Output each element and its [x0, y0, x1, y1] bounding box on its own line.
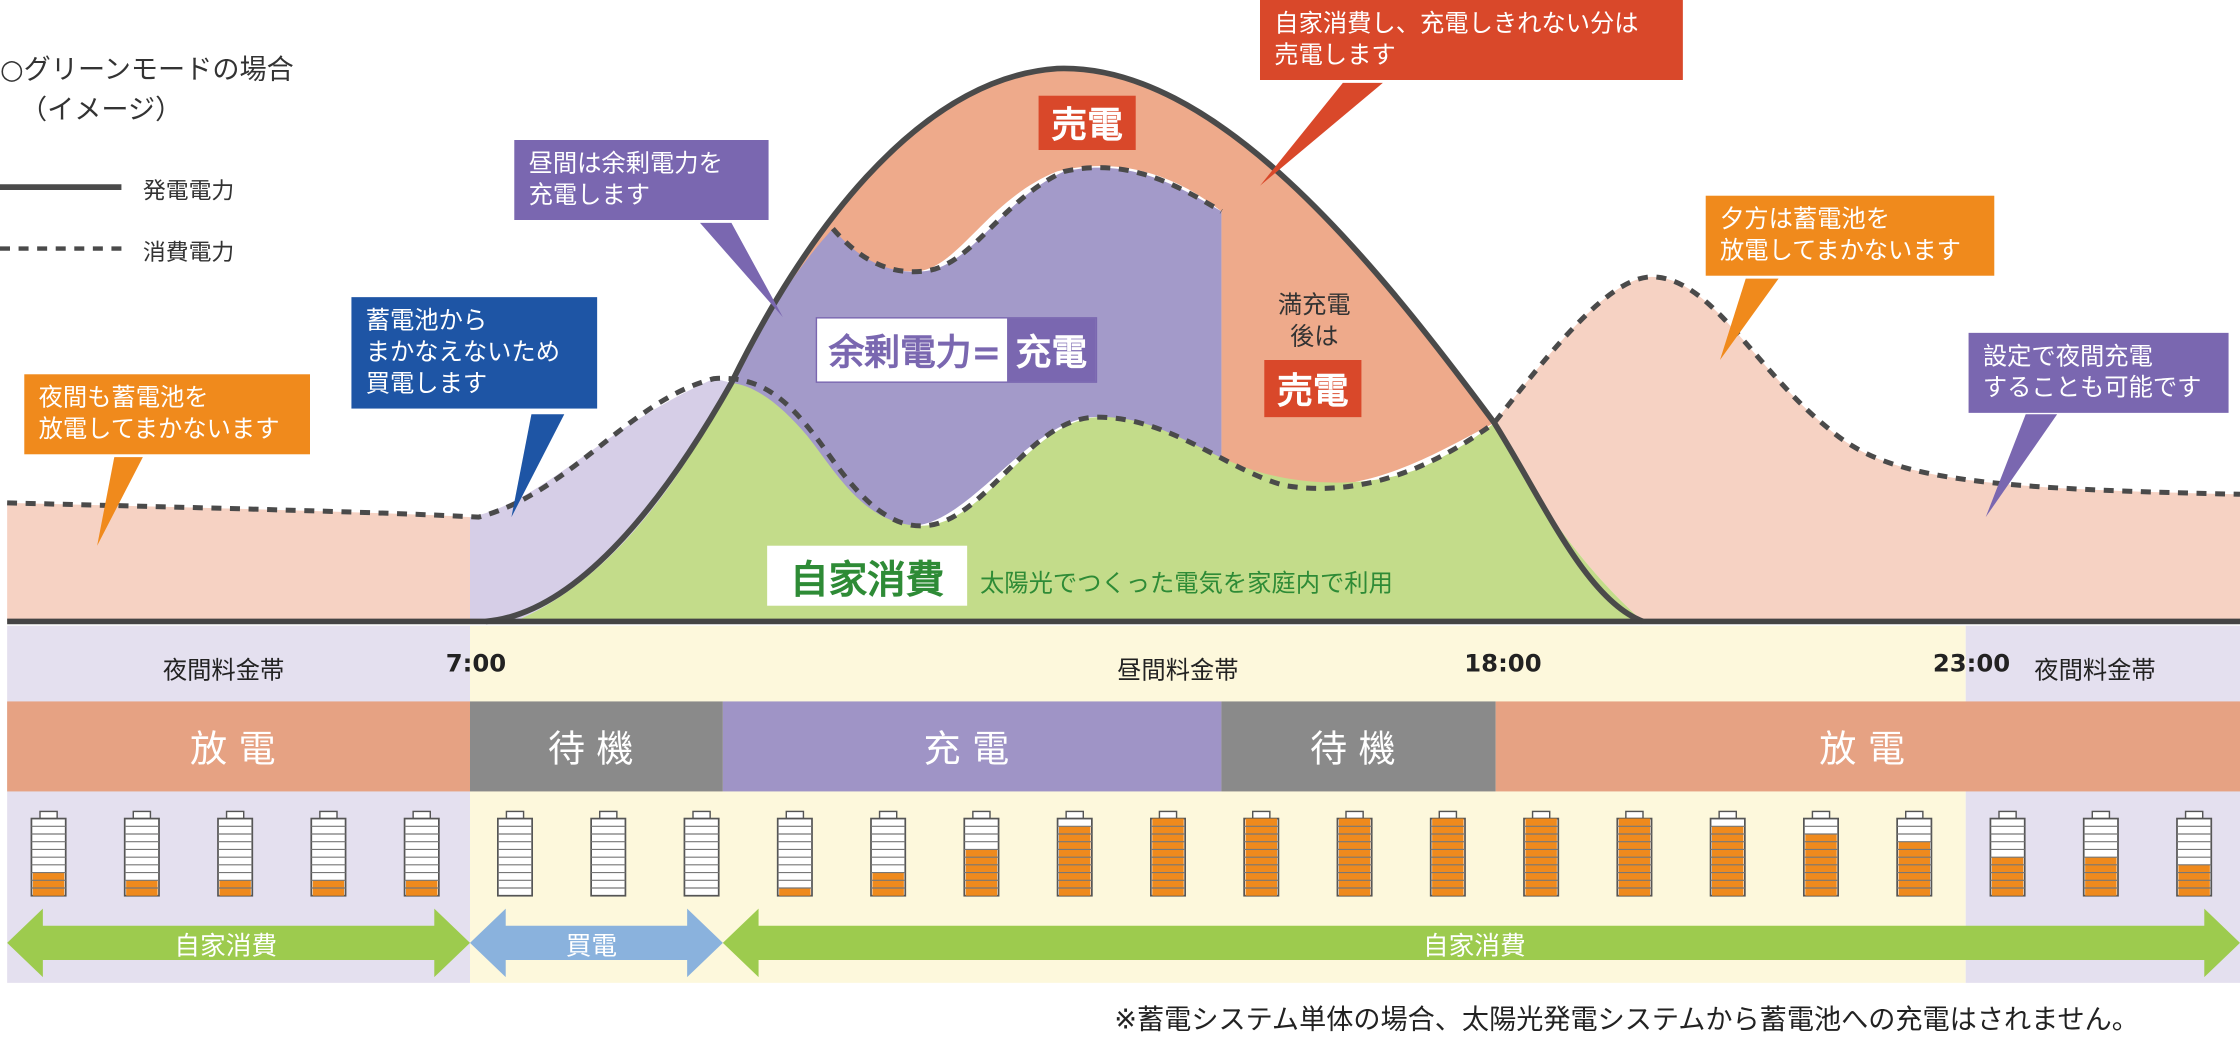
- generation-line: [485, 65, 1644, 625]
- battery-icon: [1523, 810, 1560, 897]
- battery-icon: [1896, 810, 1933, 897]
- mode-bar-charge: [722, 701, 1222, 792]
- callout-evening-discharge: 夕方は蓄電池を 放電してまかないます: [1705, 195, 1995, 276]
- mode-discharge-left: 放電: [189, 728, 288, 772]
- time-1800: 18:00: [1464, 649, 1542, 679]
- battery-icon: [1429, 810, 1466, 897]
- surplus-label: 余剰電力= 充電: [815, 317, 1098, 383]
- battery-icon: [1336, 810, 1373, 897]
- battery-icon: [963, 810, 1000, 897]
- mode-bar-standby-2: [1221, 701, 1496, 792]
- battery-icon: [1709, 810, 1746, 897]
- night-rate-left: 夜間料金帯: [162, 657, 285, 686]
- callout-line: することも可能です: [1982, 374, 2202, 403]
- page-title: ○グリーンモードの場合: [0, 54, 294, 86]
- night-rate-right: 夜間料金帯: [2034, 657, 2156, 686]
- full-charge-note: 満充電 後は: [1257, 290, 1371, 353]
- surplus-prefix: 余剰電力=: [817, 318, 1008, 382]
- callout-line: まかなえないため: [365, 338, 560, 368]
- callout-sell-excess: 自家消費し、充電しきれない分は 売電します: [1259, 0, 1683, 80]
- callout-night-discharge: 夜間も蓄電池を 放電してまかないます: [24, 374, 310, 455]
- battery-icon: [217, 810, 254, 897]
- self-consumption-note: 太陽光でつくった電気を家庭内で利用: [979, 569, 1393, 599]
- battery-icon: [1616, 810, 1653, 897]
- battery-icon: [2176, 810, 2213, 897]
- battery-row: [30, 810, 2213, 897]
- callout-day-charge: 昼間は余剰電力を 充電します: [514, 139, 769, 220]
- charge-boundary-line: [830, 165, 1223, 275]
- callout-line: 夜間も蓄電池を: [38, 384, 209, 413]
- night-consumption-area-left: [7, 502, 470, 622]
- battery-icon: [1989, 810, 2026, 897]
- mode-bar-standby-1: [469, 701, 723, 792]
- battery-icon: [30, 810, 67, 897]
- surplus-charge: 充電: [1007, 318, 1096, 382]
- legend-generation-label: 発電電力: [142, 177, 235, 205]
- mode-bar-discharge-left: [7, 701, 470, 792]
- morning-purchase-area: [469, 378, 732, 622]
- battery-icon: [1802, 810, 1839, 897]
- sell-label-after-full: 売電: [1264, 359, 1362, 418]
- arrow-label-buy: 買電: [565, 931, 618, 962]
- footnote: ※蓄電システム単体の場合、太陽光発電システムから蓄電池への充電はされません。: [1114, 1004, 2139, 1036]
- callout-line: 自家消費し、充電しきれない分は: [1274, 9, 1639, 39]
- legend-consumption-label: 消費電力: [142, 238, 235, 266]
- callout-night-charge-option: 設定で夜間充電 することも可能です: [1968, 332, 2229, 413]
- mode-bar-discharge-right: [1495, 701, 2240, 792]
- battery-icon: [1056, 810, 1093, 897]
- callout-line: 放電してまかないます: [38, 415, 280, 445]
- battery-icon: [403, 810, 440, 897]
- battery-icon: [683, 810, 720, 897]
- battery-icon: [1243, 810, 1280, 897]
- battery-icon: [2082, 810, 2119, 897]
- battery-icon: [776, 810, 813, 897]
- time-2300: 23:00: [1932, 649, 2011, 679]
- mode-standby-1: 待機: [547, 728, 645, 772]
- self-consumption-label: 自家消費: [767, 545, 968, 606]
- battery-icon: [123, 810, 160, 897]
- battery-icon: [870, 810, 907, 897]
- callout-line: 昼間は余剰電力を: [528, 149, 723, 179]
- callout-line: 蓄電池から: [365, 307, 488, 336]
- battery-icon: [310, 810, 347, 897]
- time-0700: 7:00: [445, 649, 507, 679]
- day-rate: 昼間料金帯: [1117, 657, 1239, 686]
- full-charge-line: 満充電: [1277, 291, 1351, 320]
- page-subtitle: （イメージ）: [19, 94, 183, 126]
- callout-line: 夕方は蓄電池を: [1719, 205, 1890, 235]
- arrow-label-self-left: 自家消費: [174, 931, 278, 962]
- callout-line: 放電してまかないます: [1719, 237, 1961, 266]
- night-band-left: [7, 625, 470, 983]
- full-charge-line: 後は: [1289, 322, 1339, 352]
- callout-line: 設定で夜間充電: [1982, 342, 2153, 372]
- day-band: [469, 625, 1966, 983]
- battery-icon: [496, 810, 533, 897]
- callout-line: 売電します: [1274, 41, 1396, 70]
- callout-line: 充電します: [528, 181, 650, 210]
- mode-standby-2: 待機: [1309, 728, 1408, 772]
- battery-icon: [1149, 810, 1186, 897]
- evening-consumption-area: [1494, 276, 2240, 622]
- callout-line: 買電します: [365, 369, 488, 399]
- night-band-right: [1965, 625, 2240, 983]
- tail-day-charge: [699, 222, 783, 318]
- consumption-line: [7, 274, 2240, 529]
- mode-discharge-right: 放電: [1819, 728, 1917, 772]
- mode-charge: 充電: [923, 728, 1021, 772]
- sell-label-top: 売電: [1038, 95, 1136, 150]
- arrow-label-self-right: 自家消費: [1422, 931, 1526, 962]
- callout-buy-power: 蓄電池から まかなえないため 買電します: [351, 297, 598, 409]
- battery-icon: [590, 810, 627, 897]
